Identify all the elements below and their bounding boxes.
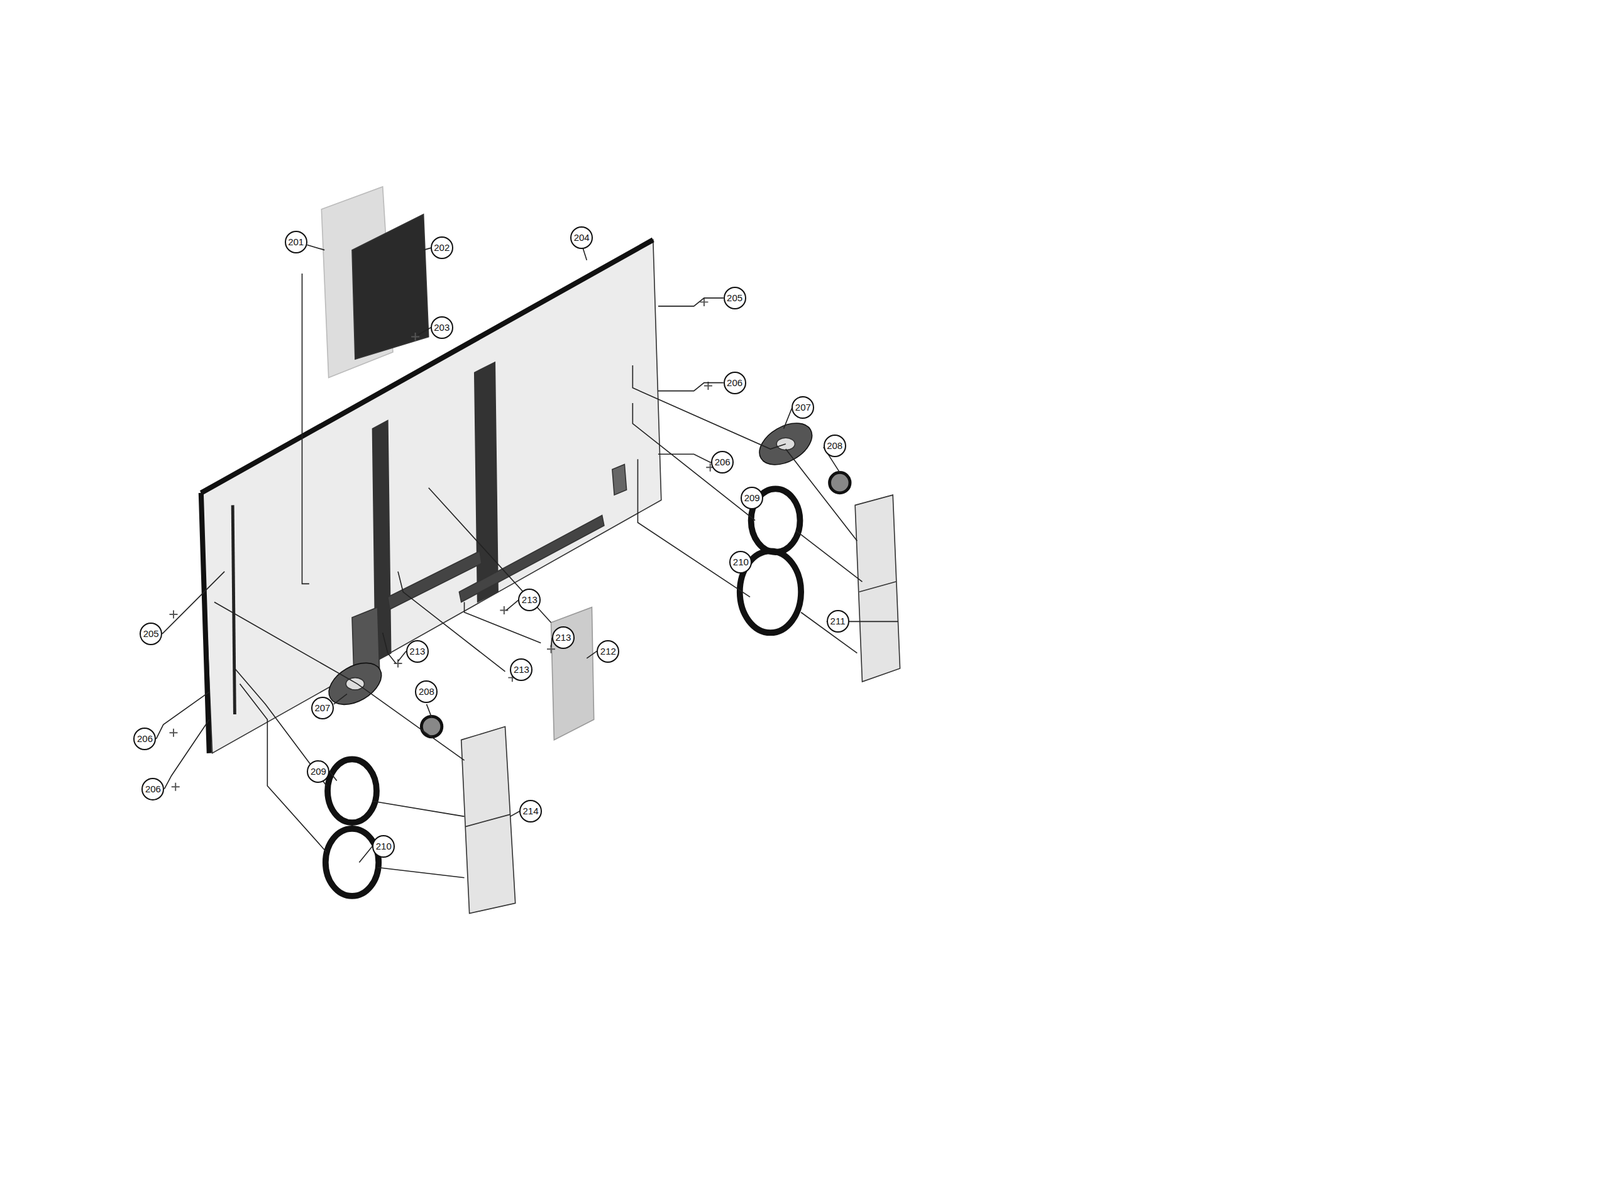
callout-number: 211 <box>826 609 850 633</box>
callout-number: 201 <box>284 230 308 254</box>
callout-number: 213 <box>406 640 429 663</box>
callout-number: 208 <box>823 434 847 458</box>
callout-number: 203 <box>430 316 454 339</box>
callout-number: 207 <box>311 696 334 720</box>
callout-number: 206 <box>711 450 734 474</box>
callout-number: 209 <box>740 486 764 510</box>
callout-number: 210 <box>372 834 395 858</box>
callout-number: 202 <box>430 236 454 260</box>
callout-number: 204 <box>570 226 593 249</box>
callout-number: 205 <box>723 286 747 310</box>
callout-number: 206 <box>141 777 165 801</box>
callout-number: 212 <box>596 640 620 663</box>
callout-number: 208 <box>414 680 438 703</box>
callout-number: 213 <box>509 658 533 681</box>
callout-number: 206 <box>133 727 156 751</box>
callout-number: 207 <box>791 396 815 419</box>
callout-number: 206 <box>723 371 747 395</box>
callout-number: 210 <box>729 550 752 574</box>
callout-number: 205 <box>139 622 163 646</box>
callout-number: 214 <box>519 799 542 823</box>
